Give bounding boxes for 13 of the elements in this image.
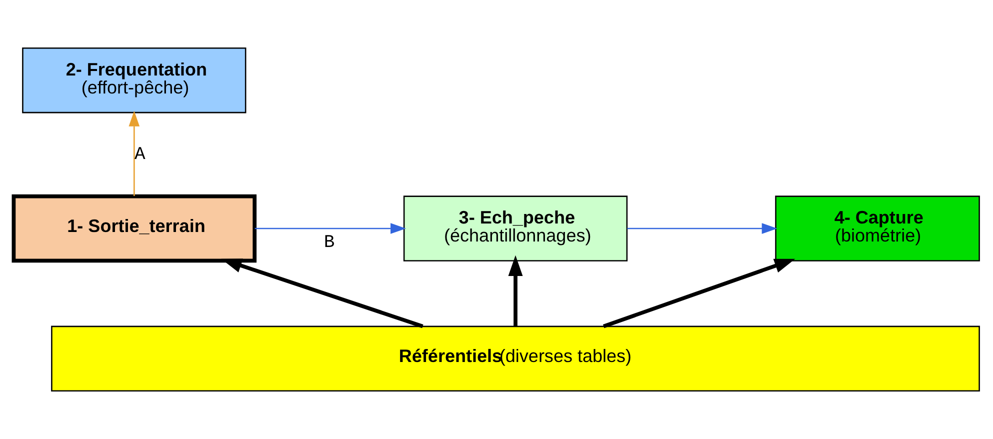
arrow: [254, 223, 406, 234]
arrow: [128, 110, 140, 196]
node-box: 3- Ech_peche (échantillonnages): [403, 196, 628, 262]
edge-label: A: [134, 145, 146, 166]
arrow: [602, 258, 796, 328]
arrow: [221, 258, 424, 328]
edge-label: B: [324, 232, 335, 253]
arrow: [627, 223, 778, 234]
arrow: [508, 255, 523, 326]
node-box: 1- Sortie_terrain: [12, 194, 257, 263]
node-box: 2- Frequentation (effort-pêche): [22, 48, 246, 114]
node-box: Référentiels(diverses tables): [51, 326, 980, 392]
node-box: 4- Capture (biométrie): [775, 196, 980, 262]
